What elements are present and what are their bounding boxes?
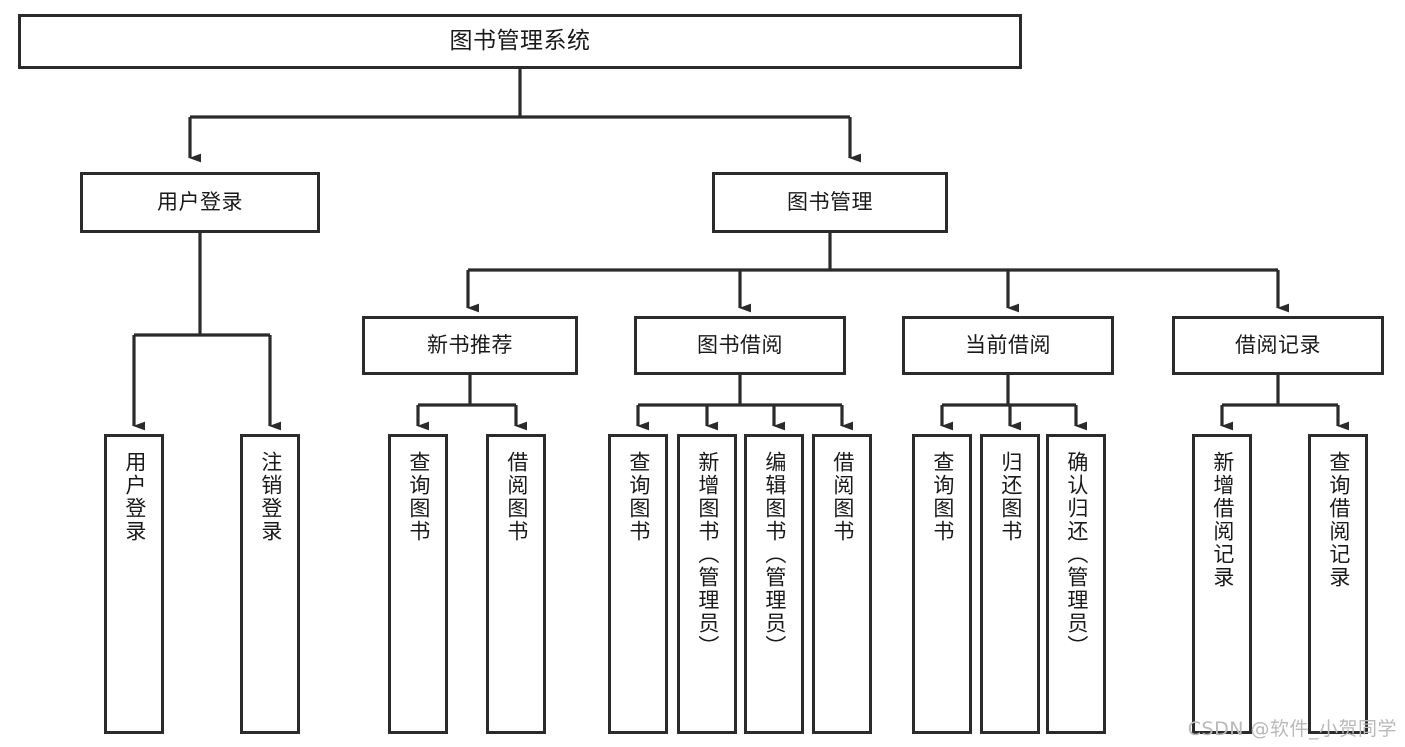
- node-label: 编辑图书（管理员）: [762, 451, 787, 658]
- node-label: 图书管理系统: [449, 28, 591, 55]
- node-label: 借阅图书: [830, 451, 855, 543]
- node-user-login[interactable]: 用户登录: [80, 172, 320, 233]
- node-new-book-recommend[interactable]: 新书推荐: [362, 316, 578, 375]
- node-label: 新书推荐: [427, 333, 513, 358]
- leaf-return-books[interactable]: 归还图书: [980, 434, 1040, 734]
- node-borrow-records[interactable]: 借阅记录: [1172, 316, 1384, 375]
- leaf-edit-book-admin[interactable]: 编辑图书（管理员）: [744, 434, 804, 734]
- node-label: 用户登录: [122, 451, 147, 543]
- leaf-borrow-books[interactable]: 借阅图书: [812, 434, 872, 734]
- node-label: 确认归还（管理员）: [1064, 451, 1089, 658]
- node-label: 当前借阅: [965, 333, 1051, 358]
- node-label: 查询图书: [626, 451, 651, 543]
- node-label: 借阅图书: [504, 451, 529, 543]
- node-label: 归还图书: [998, 451, 1023, 543]
- node-label: 查询图书: [406, 451, 431, 543]
- node-label: 图书管理: [787, 190, 873, 215]
- node-label: 查询借阅记录: [1326, 451, 1351, 589]
- node-label: 图书借阅: [697, 333, 783, 358]
- node-label: 用户登录: [157, 190, 243, 215]
- node-current-borrow[interactable]: 当前借阅: [902, 316, 1114, 375]
- leaf-confirm-return-admin[interactable]: 确认归还（管理员）: [1046, 434, 1106, 734]
- leaf-add-book-admin[interactable]: 新增图书（管理员）: [677, 434, 737, 734]
- leaf-query-books-borrow[interactable]: 查询图书: [608, 434, 668, 734]
- leaf-query-books-current[interactable]: 查询图书: [912, 434, 972, 734]
- node-label: 查询图书: [930, 451, 955, 543]
- node-label: 借阅记录: [1235, 333, 1321, 358]
- node-label: 注销登录: [258, 451, 283, 543]
- node-label: 新增借阅记录: [1210, 451, 1235, 589]
- node-root-book-management-system[interactable]: 图书管理系统: [18, 14, 1022, 69]
- node-book-borrow[interactable]: 图书借阅: [634, 316, 846, 375]
- leaf-borrow-books-newbook[interactable]: 借阅图书: [486, 434, 546, 734]
- leaf-user-login[interactable]: 用户登录: [104, 434, 164, 734]
- node-book-management[interactable]: 图书管理: [712, 172, 948, 233]
- leaf-add-borrow-record[interactable]: 新增借阅记录: [1192, 434, 1252, 734]
- leaf-logout[interactable]: 注销登录: [240, 434, 300, 734]
- leaf-query-books-newbook[interactable]: 查询图书: [388, 434, 448, 734]
- node-label: 新增图书（管理员）: [695, 451, 720, 658]
- leaf-query-borrow-record[interactable]: 查询借阅记录: [1308, 434, 1368, 734]
